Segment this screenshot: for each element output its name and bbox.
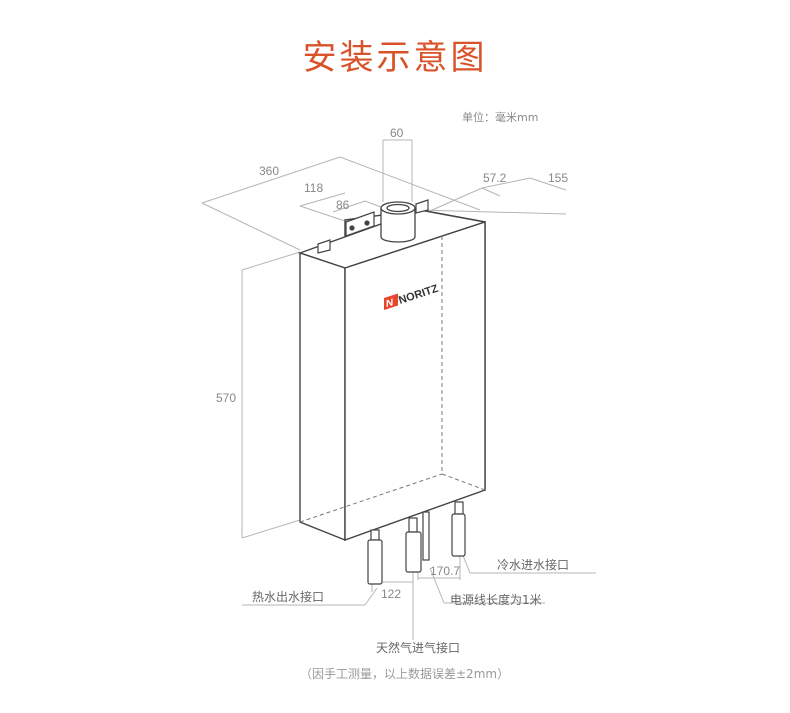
dim-118: 118 xyxy=(304,181,323,195)
mounting-bracket xyxy=(317,199,429,254)
flue-pipe xyxy=(380,201,416,243)
dim-depth: 155 xyxy=(548,171,568,185)
dim-height: 570 xyxy=(216,391,236,405)
dim-170: 170.7 xyxy=(430,564,460,578)
pipe-connections xyxy=(367,501,466,585)
dim-flue: 60 xyxy=(390,126,404,140)
hot-water-label: 热水出水接口 xyxy=(252,589,324,604)
unit-label: 单位：毫米mm xyxy=(462,110,538,124)
hidden-edges xyxy=(299,236,486,523)
dim-width: 360 xyxy=(259,164,279,178)
dim-57: 57.2 xyxy=(483,171,507,185)
page-title: 安装示意图 xyxy=(302,38,488,78)
svg-text:N: N xyxy=(386,297,393,310)
measurement-note: （因手工测量，以上数据误差±2mm） xyxy=(300,666,509,681)
cold-water-label: 冷水进水接口 xyxy=(497,557,569,572)
dim-86: 86 xyxy=(336,198,350,212)
power-label: 电源线长度为1米 xyxy=(450,592,542,607)
gas-label: 天然气进气接口 xyxy=(376,640,460,655)
water-heater-body xyxy=(297,209,486,542)
dimension-lines xyxy=(201,139,596,640)
dim-122: 122 xyxy=(381,587,401,601)
